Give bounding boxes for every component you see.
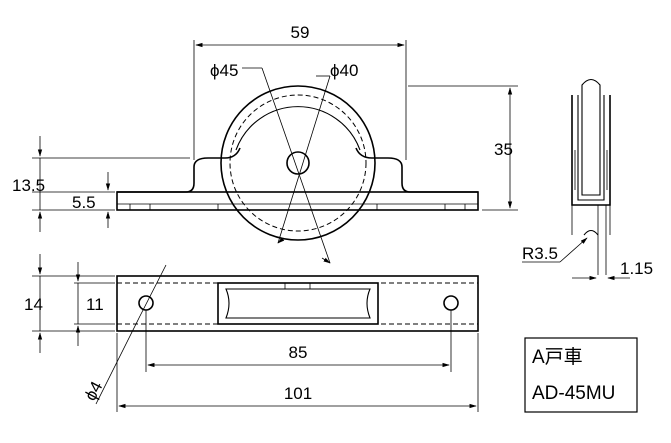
product-label-box: A戸車 AD-45MU (524, 337, 638, 413)
dim-left-heights: 13.5 5.5 (12, 136, 190, 232)
wheel-hidden-line (229, 94, 367, 232)
dim-width-59: 59 (193, 23, 407, 160)
axle (286, 151, 310, 175)
dim-hole-dia: ϕ4 (81, 264, 167, 405)
label-r3-5: R3.5 (522, 244, 558, 263)
bracket-outline (117, 147, 478, 193)
label-101: 101 (284, 384, 312, 403)
label-14: 14 (24, 295, 43, 314)
base-plate (116, 191, 479, 211)
label-5-5: 5.5 (72, 193, 96, 212)
dim-total-length: 101 (116, 333, 479, 412)
wheel-slot (217, 282, 379, 325)
label-dia-4: ϕ4 (81, 378, 107, 404)
dim-height-35: 35 (408, 85, 518, 211)
top-view (116, 275, 479, 332)
label-85: 85 (289, 343, 308, 362)
wheel-outer (220, 85, 376, 241)
label-13-5: 13.5 (12, 176, 45, 195)
label-35: 35 (494, 140, 513, 159)
label-dia-45: ϕ45 (210, 61, 238, 80)
dim-base-heights: 14 11 (24, 254, 115, 353)
label-59: 59 (291, 23, 310, 42)
front-view (116, 67, 479, 264)
label-dia-40: ϕ40 (330, 61, 358, 80)
dim-hole-spacing: 85 (145, 310, 452, 372)
side-view (571, 78, 611, 275)
label-1-15: 1.15 (620, 259, 653, 278)
label-11: 11 (86, 295, 104, 314)
top-plate (116, 275, 479, 332)
product-type-label: A戸車 (532, 346, 583, 368)
mount-hole-left (138, 295, 154, 311)
dim-radius: R3.5 (522, 237, 588, 263)
mount-hole-right (443, 295, 459, 311)
dim-offset: 1.15 (572, 259, 653, 281)
product-model: AD-45MU (532, 383, 615, 404)
